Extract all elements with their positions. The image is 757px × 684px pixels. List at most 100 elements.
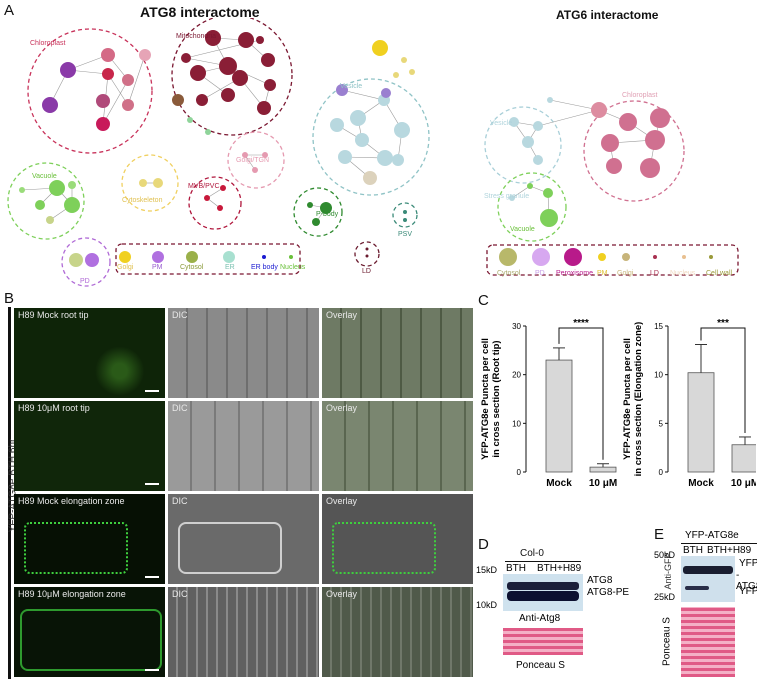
group-label-vacuole: Vacuole <box>32 173 57 180</box>
blot-e-header: YFP-ATG8e <box>685 530 739 541</box>
overlay-label: Overlay <box>326 403 358 413</box>
blot-d-label-atg8: ATG8 <box>587 575 613 586</box>
bar-10-μm <box>731 444 756 473</box>
atg6-label-vacuole: Vacuole <box>510 226 535 233</box>
overlay-label: Overlay <box>326 589 358 599</box>
band-yfp <box>685 586 709 590</box>
row-label-10um-elongation-zone: H89 10μM elongation zone <box>18 589 126 599</box>
x-tick-label: 10 μM <box>731 478 756 489</box>
y-tick-label: 5 <box>659 419 664 428</box>
overlay-label: Overlay <box>326 310 358 320</box>
micrograph-mock-root-tip: H89 Mock root tip <box>14 308 165 398</box>
panel-b-side-bar <box>8 307 11 679</box>
group-label-pd: PD <box>80 278 90 285</box>
panel-e-label: E <box>654 526 665 543</box>
y-axis-label: in cross section (Root tip) <box>491 340 502 457</box>
row-label-mock-root-tip: H89 Mock root tip <box>18 310 89 320</box>
cell-outline <box>178 522 282 574</box>
panel-a-label: A <box>4 2 15 19</box>
y-tick-label: 10 <box>512 419 521 428</box>
dic-mock-root-tip: DIC <box>168 308 319 398</box>
micrograph-10um-elongation-zone: H89 10μM elongation zone <box>14 587 165 677</box>
blot-e-header-line <box>681 543 757 544</box>
significance-bracket <box>700 327 746 433</box>
blot-e-ponceau <box>681 607 735 677</box>
blot-e-mw-50: 50kD <box>654 550 676 560</box>
group-label-ld: LD <box>362 268 371 275</box>
micrograph-mock-elongation-zone: H89 Mock elongation zone <box>14 494 165 584</box>
interactome-network <box>7 18 739 287</box>
atg6-legend-cytosol: Cytosol <box>497 270 521 277</box>
dic-10um-root-tip: DIC <box>168 401 319 491</box>
group-label-vesicle: Vesicle <box>340 83 363 90</box>
group-label-chloroplast: Chloroplast <box>30 40 66 47</box>
blot-e-mw-25: 25kD <box>654 592 676 602</box>
y-axis-label: YFP-ATG8e Puncta per cell <box>480 338 491 460</box>
panel-d-label: D <box>478 536 489 553</box>
atg6-legend-pm: PM <box>597 270 608 277</box>
overlay-10um-root-tip: Overlay <box>322 401 473 491</box>
blot-d-lane-bth: BTH <box>506 563 526 574</box>
scale-bar <box>145 483 159 485</box>
band-atg8-pe <box>507 591 579 601</box>
atg6-legend-pd: PD <box>535 270 545 277</box>
overlay-10um-elongation-zone: Overlay <box>322 587 473 677</box>
bar-mock <box>687 372 715 473</box>
atg6-legend-ld: LD <box>650 270 659 277</box>
group-label-psv: PSV <box>398 231 413 238</box>
blot-e-label-atg8e: -ATG8e <box>736 570 757 592</box>
blot-d-ponceau <box>503 628 583 655</box>
atg8-legend-er: ER <box>225 264 235 271</box>
y-tick-label: 10 <box>654 371 663 380</box>
bar-10-μm <box>589 466 617 473</box>
atg8-legend-pm: PM <box>152 264 163 271</box>
atg6-label-vesicle: Vesicle <box>490 120 513 127</box>
blot-e-label-free-yfp: YFP <box>739 586 757 597</box>
blot-d-mw-10: 10kD <box>476 600 498 610</box>
atg8-legend-nucleus: Nucleus <box>280 264 306 271</box>
overlay-mock-elongation-zone: Overlay <box>322 494 473 584</box>
dic-label: DIC <box>172 589 188 599</box>
atg6-legend-peroxisome: Peroxisome <box>556 270 593 277</box>
y-tick-label: 0 <box>659 468 664 477</box>
atg6-legend-cell-wall: Cell wall <box>706 270 733 277</box>
group-label-mvb: MVB/PVC <box>188 183 220 190</box>
y-tick-label: 15 <box>654 322 663 331</box>
significance-bracket <box>558 327 604 460</box>
atg6-legend-golgi: Golgi <box>617 270 634 277</box>
blot-e-lane-bth: BTH <box>683 545 703 556</box>
blot-d-header-line <box>505 561 581 562</box>
x-tick-label: Mock <box>546 478 572 489</box>
blot-d-stain: Ponceau S <box>516 660 565 671</box>
atg6-label-stress-granule: Stress granule <box>484 193 530 200</box>
blot-d-lane-bth-h89: BTH+H89 <box>537 563 582 574</box>
row-label-10um-root-tip: H89 10μM root tip <box>18 403 90 413</box>
atg8-legend-cytosol: Cytosol <box>180 264 204 271</box>
group-label-pbody: P-body <box>316 211 339 218</box>
bar-mock <box>545 359 573 473</box>
blot-d-label-atg8-pe: ATG8-PE <box>587 587 630 598</box>
overlay-label: Overlay <box>326 496 358 506</box>
row-label-mock-elongation-zone: H89 Mock elongation zone <box>18 496 125 506</box>
atg6-title: ATG6 interactome <box>556 8 659 22</box>
cell-outline <box>332 522 436 574</box>
blot-e-stain: Ponceau S <box>661 617 673 666</box>
atg8-legend-er-body: ER body <box>251 264 278 271</box>
atg8-title: ATG8 interactome <box>140 4 260 20</box>
dic-label: DIC <box>172 310 188 320</box>
y-tick-label: 0 <box>517 468 522 477</box>
cell-outline <box>20 609 162 671</box>
panel-c-label: C <box>478 292 489 309</box>
dic-label: DIC <box>172 496 188 506</box>
overlay-mock-root-tip: Overlay <box>322 308 473 398</box>
cell-outline <box>24 522 128 574</box>
blot-d-mw-15: 15kD <box>476 565 498 575</box>
significance-label: **** <box>573 318 589 329</box>
band-atg8 <box>507 582 579 590</box>
dic-10um-elongation-zone: DIC <box>168 587 319 677</box>
blot-d-header: Col-0 <box>520 548 544 559</box>
panel-b-label: B <box>4 290 15 307</box>
group-label-mitochondria: Mitochondria <box>176 33 217 40</box>
blot-e-western <box>681 556 735 602</box>
